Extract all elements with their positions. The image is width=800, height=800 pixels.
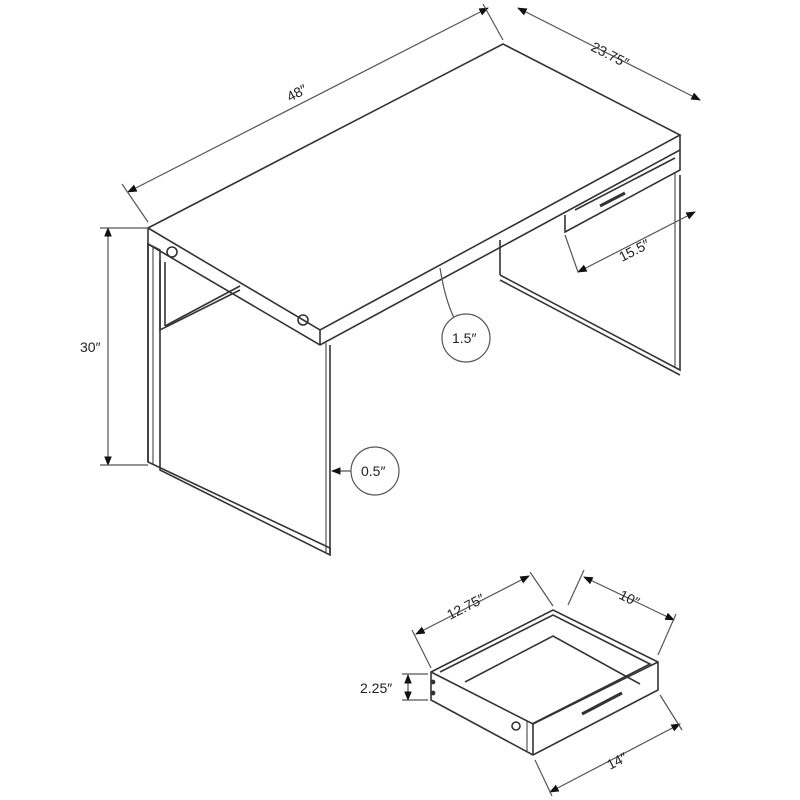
desk-knee-depth-label: 15.5″ <box>616 236 652 265</box>
drawer-dimensions <box>402 569 683 797</box>
glass-thickness-callout <box>350 446 400 496</box>
top-thickness-callout <box>441 313 491 363</box>
drawer-drawing <box>430 609 659 756</box>
drawer-width-label: 12.75″ <box>444 590 487 622</box>
drawer-height-label: 2.25″ <box>360 680 392 696</box>
desk-height-label: 30″ <box>80 339 101 355</box>
desk-dimensions <box>100 3 701 475</box>
top-thickness-label: 1.5″ <box>452 330 476 346</box>
desk-drawing <box>146 43 682 557</box>
drawer-depth-label: 10″ <box>617 586 643 610</box>
glass-thickness-label: 0.5″ <box>361 463 385 479</box>
desk-depth-label: 23.75″ <box>589 38 632 70</box>
